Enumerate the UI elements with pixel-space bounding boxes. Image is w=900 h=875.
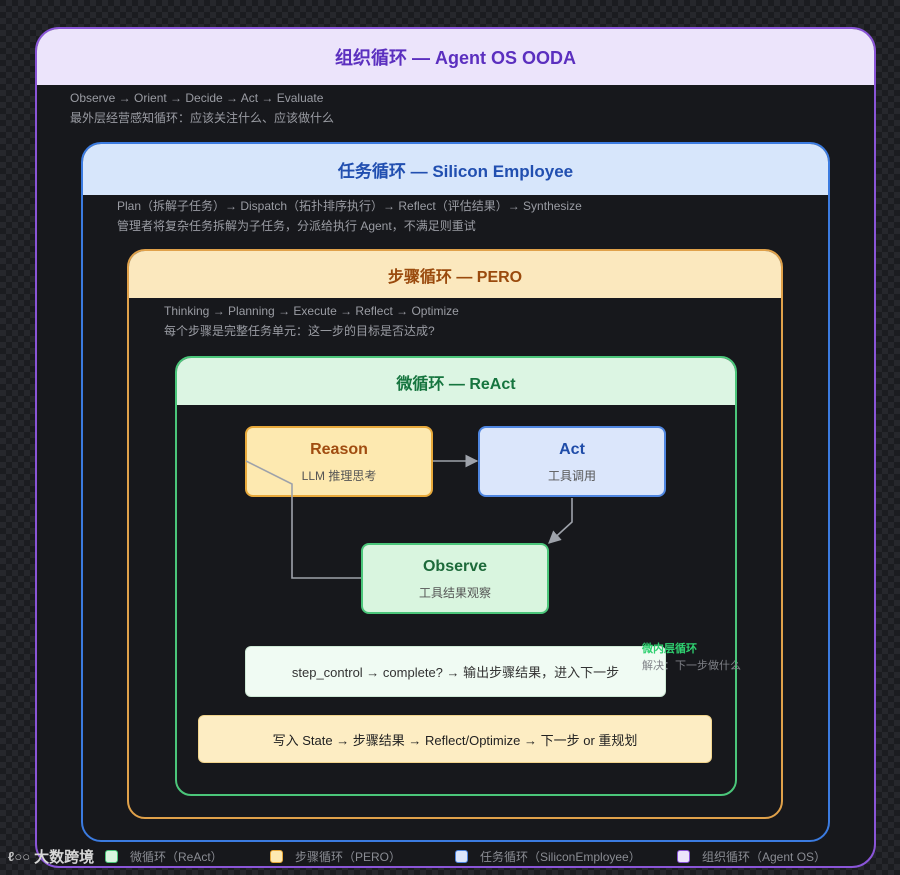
inner-loop-note-title: 微内层循环: [642, 643, 697, 655]
legend-item-react: 微循环（ReAct）: [105, 848, 223, 865]
ooda-loop-description: 最外层经营感知循环：应该关注什么、应该做什么: [70, 111, 335, 125]
ooda-loop-steps: Observe → Orient → Decide → Act → Evalua…: [70, 91, 324, 105]
legend-swatch-pero: [270, 850, 283, 863]
observe-node-title: Observe: [422, 558, 488, 575]
legend-swatch-react: [105, 850, 118, 863]
act-node: Act 工具调用: [478, 426, 666, 497]
legend-label-agentos: 组织循环（Agent OS）: [702, 850, 827, 864]
reason-node-title: Reason: [310, 441, 368, 458]
legend-item-agentos: 组织循环（Agent OS）: [677, 848, 826, 865]
micro-loop-title: 微循环 — ReAct: [177, 358, 735, 405]
legend-item-silicon: 任务循环（SiliconEmployee）: [455, 848, 641, 865]
observe-node-subtitle: 工具结果观察: [418, 586, 491, 600]
watermark-logo-icon: ℓ○○: [8, 849, 31, 864]
legend-label-react: 微循环（ReAct）: [130, 850, 223, 864]
inner-loop-note: 微内层循环 解决：下一步做什么: [642, 641, 741, 675]
task-loop-title: 任务循环 — Silicon Employee: [83, 144, 828, 195]
legend-label-silicon: 任务循环（SiliconEmployee）: [480, 850, 641, 864]
state-write-bar: 写入 State → 步骤结果 → Reflect/Optimize → 下一步…: [198, 715, 712, 763]
reason-node: Reason LLM 推理思考: [245, 426, 433, 497]
step-control-box: step_control → complete? → 输出步骤结果，进入下一步: [245, 646, 666, 697]
task-loop-description: 管理者将复杂任务拆解为子任务，分派给执行 Agent，不满足则重试: [117, 219, 476, 233]
watermark-text: 大数跨境: [34, 849, 95, 866]
observe-node: Observe 工具结果观察: [361, 543, 549, 614]
step-loop-title: 步骤循环 — PERO: [129, 251, 781, 298]
act-node-title: Act: [559, 441, 585, 458]
reason-node-subtitle: LLM 推理思考: [301, 469, 377, 483]
task-loop-steps: Plan（拆解子任务）→ Dispatch（拓扑排序执行）→ Reflect（评…: [117, 199, 582, 213]
watermark: ℓ○○ 大数跨境: [8, 846, 94, 867]
legend-swatch-silicon: [455, 850, 468, 863]
step-loop-description: 每个步骤是完整任务单元：这一步的目标是否达成?: [164, 324, 435, 338]
inner-loop-note-text: 解决：下一步做什么: [642, 660, 741, 672]
legend-swatch-agentos: [677, 850, 690, 863]
legend-item-pero: 步骤循环（PERO）: [270, 848, 401, 865]
act-node-subtitle: 工具调用: [547, 469, 596, 483]
ooda-loop-title: 组织循环 — Agent OS OODA: [37, 29, 874, 85]
step-loop-steps: Thinking → Planning → Execute → Reflect …: [164, 304, 459, 318]
legend-label-pero: 步骤循环（PERO）: [295, 850, 402, 864]
